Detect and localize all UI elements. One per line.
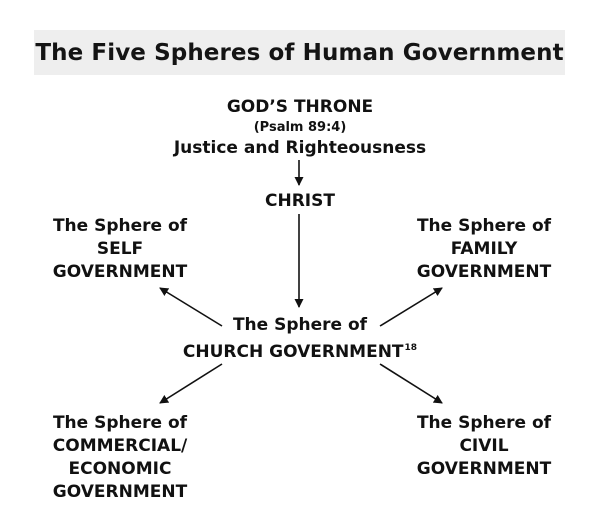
self-label-2: SELF [96,239,144,259]
arrow-church-to-self [159,287,223,327]
throne-heading: GOD’S THRONE [226,97,374,117]
civil-label-1: The Sphere of [416,413,552,433]
node-church-government: The Sphere of CHURCH GOVERNMENT18 [150,314,450,364]
throne-subtitle: Justice and Righteousness [173,138,427,158]
arrow-church-to-commercial [159,363,223,404]
commercial-label-4: GOVERNMENT [52,482,188,502]
node-family-government: The Sphere of FAMILY GOVERNMENT [384,215,584,284]
church-label-1: The Sphere of [232,315,368,335]
node-christ: CHRIST [220,190,380,213]
christ-label: CHRIST [265,191,335,211]
node-civil-government: The Sphere of CIVIL GOVERNMENT [384,412,584,481]
commercial-label-1: The Sphere of [52,413,188,433]
family-label-1: The Sphere of [416,216,552,236]
self-label-1: The Sphere of [52,216,188,236]
church-label-2: CHURCH GOVERNMENT18 [150,337,450,364]
civil-label-3: GOVERNMENT [416,459,552,479]
commercial-label-2: COMMERCIAL/ [52,436,188,456]
civil-label-2: CIVIL [459,436,509,456]
title-bar: The Five Spheres of Human Government [34,30,565,75]
church-footnote: 18 [404,343,418,353]
family-label-3: GOVERNMENT [416,262,552,282]
self-label-3: GOVERNMENT [52,262,188,282]
family-label-2: FAMILY [450,239,518,259]
church-label-2-text: CHURCH GOVERNMENT [182,342,404,362]
node-gods-throne: GOD’S THRONE (Psalm 89:4) Justice and Ri… [150,96,450,160]
throne-reference: (Psalm 89:4) [253,120,347,135]
page-title: The Five Spheres of Human Government [35,39,564,66]
node-self-government: The Sphere of SELF GOVERNMENT [20,215,220,284]
node-commercial-government: The Sphere of COMMERCIAL/ ECONOMIC GOVER… [20,412,220,504]
arrow-church-to-family [379,287,443,327]
commercial-label-3: ECONOMIC [68,459,172,479]
arrow-church-to-civil [379,363,443,404]
